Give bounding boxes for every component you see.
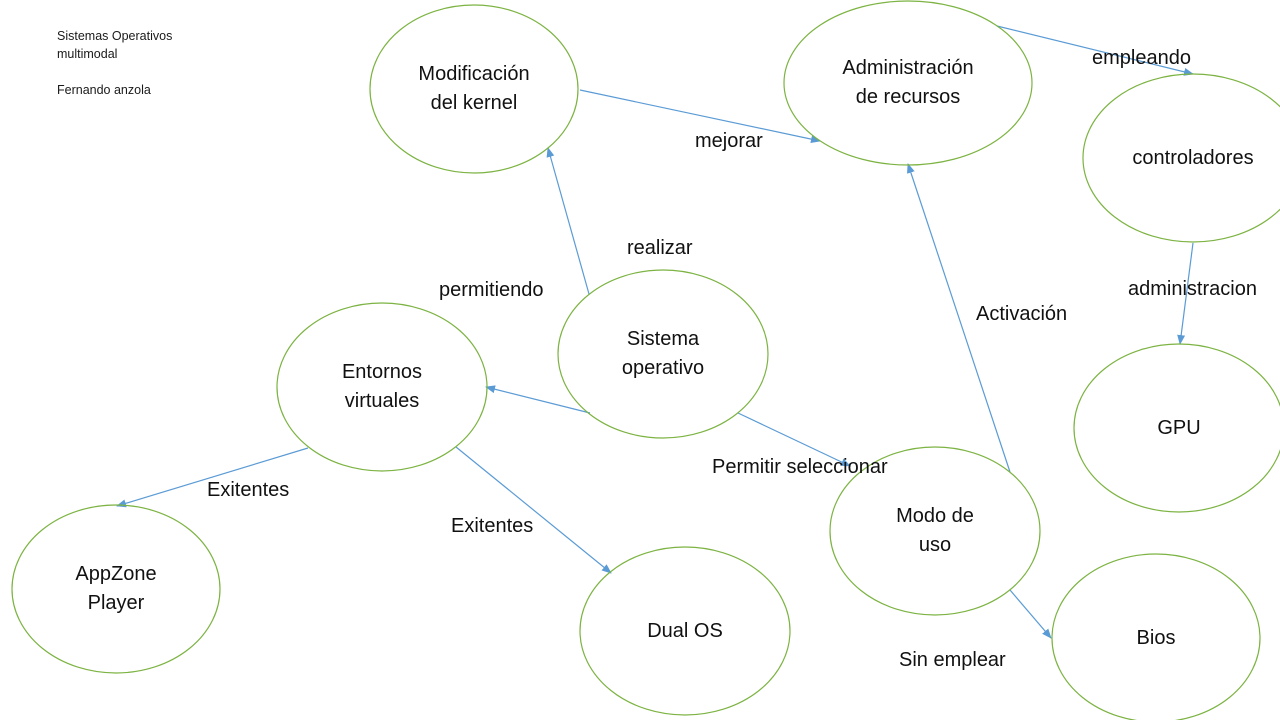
author-block: Sistemas Operativos multimodal Fernando … bbox=[57, 27, 172, 99]
node-label-line: Sistema bbox=[626, 328, 700, 350]
slide-title-line-1: Sistemas Operativos bbox=[57, 29, 173, 43]
node-label-line: Player bbox=[87, 592, 145, 614]
edge-sistema-entornos bbox=[485, 385, 591, 414]
edge-controladores-gpu bbox=[1177, 242, 1194, 345]
node-label-line: virtuales bbox=[344, 390, 420, 412]
node-label-line: Bios bbox=[1136, 626, 1176, 649]
author-name: Fernando anzola bbox=[57, 83, 151, 97]
node-entornos bbox=[276, 302, 488, 472]
edge-sistema-modo bbox=[737, 412, 851, 467]
node-label-line: uso bbox=[918, 534, 952, 556]
node-dualos bbox=[579, 546, 791, 716]
node-kernel bbox=[369, 4, 579, 174]
node-label-kernel: Modificación del kernel bbox=[370, 60, 578, 118]
edge-label-controladores-gpu: administracion bbox=[1128, 278, 1257, 300]
node-label-controladores: controladores bbox=[1083, 144, 1280, 173]
node-sistema bbox=[557, 269, 769, 439]
edge-entornos-dualos bbox=[455, 446, 612, 574]
node-gpu bbox=[1073, 343, 1280, 513]
node-label-line: Administración bbox=[842, 57, 974, 79]
edge-label-recursos-controladores: empleando bbox=[1092, 47, 1191, 69]
node-label-sistema: Sistema operativo bbox=[558, 325, 768, 383]
edge-label-modo-recursos: Activación bbox=[976, 303, 1068, 325]
edge-label-sistema-modo: Permitir seleccionar bbox=[712, 456, 888, 478]
edge-label-sistema-kernel: permitiendo bbox=[439, 279, 544, 301]
edge-recursos-controladores bbox=[996, 25, 1194, 76]
node-label-line: Dual OS bbox=[647, 619, 723, 642]
node-recursos bbox=[783, 0, 1033, 166]
node-label-line: del kernel bbox=[430, 92, 518, 114]
edge-sistema-kernel bbox=[546, 147, 590, 295]
node-label-line: controladores bbox=[1132, 146, 1254, 169]
node-label-line: Modo de bbox=[896, 505, 974, 527]
edge-label-kernel-recursos: mejorar bbox=[695, 130, 763, 152]
edge-label-entornos-appzone: Exitentes bbox=[207, 479, 290, 501]
node-modo bbox=[829, 446, 1041, 616]
node-label-gpu: GPU bbox=[1074, 414, 1280, 443]
node-label-line: GPU bbox=[1157, 416, 1201, 439]
edge-label-entornos-dualos: Exitentes bbox=[451, 515, 534, 537]
edge-modo-bios bbox=[1009, 589, 1052, 639]
node-label-line: operativo bbox=[621, 357, 705, 379]
edge-entornos-appzone bbox=[116, 447, 309, 508]
spacer bbox=[57, 63, 172, 81]
edge-label-sistema-kernel-realizar: realizar bbox=[627, 237, 693, 259]
edge-modo-recursos bbox=[907, 163, 1011, 473]
edge-label-modo-bios: Sin emplear bbox=[899, 649, 1006, 671]
node-label-recursos: Administración de recursos bbox=[784, 54, 1032, 112]
node-label-line: de recursos bbox=[855, 86, 961, 108]
node-label-modo: Modo de uso bbox=[830, 502, 1040, 560]
node-label-entornos: Entornos virtuales bbox=[277, 358, 487, 416]
node-label-dualos: Dual OS bbox=[580, 617, 790, 646]
node-controladores bbox=[1082, 73, 1280, 243]
node-label-line: Modificación bbox=[418, 63, 530, 85]
node-label-line: Entornos bbox=[341, 361, 423, 383]
node-bios bbox=[1051, 553, 1261, 720]
node-label-line: AppZone bbox=[75, 563, 157, 585]
node-label-bios: Bios bbox=[1052, 624, 1260, 653]
slide-title-line-2: multimodal bbox=[57, 47, 118, 61]
node-appzone bbox=[11, 504, 221, 674]
edge-kernel-recursos bbox=[579, 89, 821, 144]
